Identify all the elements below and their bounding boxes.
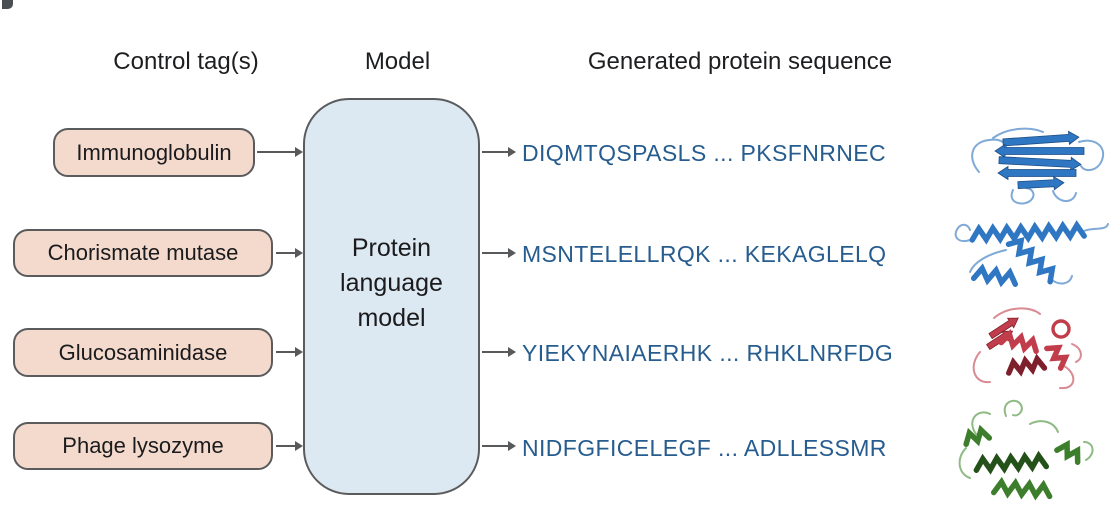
- arrow-model-to-sequence-2: [482, 248, 516, 258]
- protein-structure-glucosaminidase: [960, 298, 1092, 400]
- model-label: Protein language model: [340, 231, 443, 362]
- model-label-line2: language: [340, 269, 443, 297]
- crop-artifact: [2, 0, 13, 9]
- arrow-tag-to-model-2: [276, 248, 303, 258]
- glucosaminidase-structure-icon: [972, 307, 1082, 390]
- loop: [958, 399, 1094, 479]
- generated-sequence-immunoglobulin: DIQMTQSPASLS ... PKSFNRNEC: [522, 140, 886, 166]
- control-tag-glucosaminidase: Glucosaminidase: [13, 328, 273, 377]
- protein-structure-phage-lysozyme: [948, 396, 1098, 514]
- generated-sequence-chorismate-mutase: MSNTELELLRQK ... KEKAGLELQ: [522, 241, 887, 267]
- arrow-model-to-sequence-1: [482, 147, 516, 157]
- immunoglobulin-structure-icon: [971, 127, 1105, 205]
- control-tag-chorismate-mutase: Chorismate mutase: [13, 229, 273, 277]
- column-header-generated-sequence: Generated protein sequence: [587, 48, 893, 75]
- arrow-tag-to-model-1: [257, 147, 303, 157]
- alpha-helix: [963, 424, 1081, 501]
- model-label-line1: Protein: [351, 234, 432, 262]
- generated-sequence-glucosaminidase: YIEKYNAIAERHK ... RHKLNRFDG: [522, 340, 894, 366]
- column-header-control-tags: Control tag(s): [113, 48, 259, 75]
- arrow-model-to-sequence-4: [482, 441, 516, 451]
- protein-language-model-box: Protein language model: [303, 98, 480, 495]
- column-header-model: Model: [364, 48, 431, 75]
- model-label-line3: model: [357, 304, 426, 332]
- arrow-model-to-sequence-3: [482, 347, 516, 357]
- loop: [972, 307, 1082, 390]
- protein-structure-immunoglobulin: [963, 114, 1113, 209]
- control-tag-immunoglobulin: Immunoglobulin: [53, 128, 255, 177]
- chorismate-mutase-structure-icon: [954, 220, 1109, 288]
- helix-ring: [1051, 319, 1071, 339]
- loop: [954, 223, 1109, 285]
- arrow-tag-to-model-3: [276, 347, 303, 357]
- protein-structure-chorismate-mutase: [948, 218, 1116, 294]
- generated-sequence-phage-lysozyme: NIDFGFICELEGF ... ADLLESSMR: [522, 435, 887, 461]
- alpha-helix: [998, 329, 1070, 377]
- beta-strand: [994, 130, 1085, 191]
- alpha-helix: [969, 220, 1087, 288]
- arrow-tag-to-model-4: [276, 441, 303, 451]
- phage-lysozyme-structure-icon: [958, 399, 1094, 501]
- control-tag-phage-lysozyme: Phage lysozyme: [13, 422, 273, 470]
